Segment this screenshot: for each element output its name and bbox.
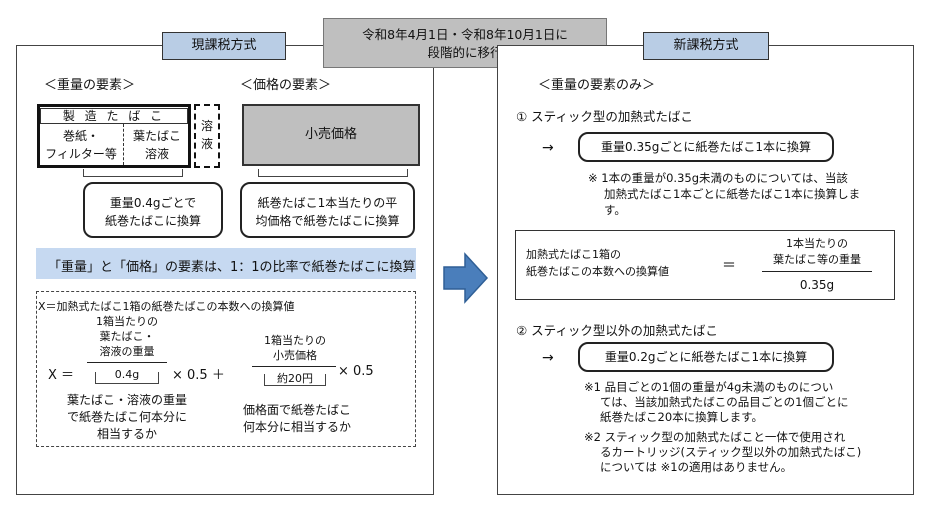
retail-price-numerator: 1箱当たりの小売価格	[264, 334, 326, 362]
liquid-label: 溶液	[200, 119, 213, 151]
price-conversion-note: 紙巻たばこ1本当たりの平均価格で紙巻たばこに換算	[240, 182, 415, 238]
non-stick-note-2: ※2 スティック型の加熱式たばこと一体で使用され るカートリッジ(スティック型以…	[584, 430, 862, 474]
liquid-box	[194, 104, 220, 168]
weight-conversion-note: 重量0.4gごとで紙巻たばこに換算	[83, 182, 223, 238]
new-tax-panel	[497, 45, 914, 495]
retail-price-denominator: 約20円	[277, 372, 313, 385]
stick-formula-box	[515, 230, 895, 300]
stick-formula-left: 加熱式たばこ1箱の紙巻たばこの本数への換算値	[526, 248, 669, 278]
weight-denominator-bracket	[95, 372, 159, 384]
arrow-right-icon	[443, 252, 489, 304]
current-tax-tab: 現課税方式	[162, 32, 286, 60]
stick-type-heading: ① スティック型の加熱式たばこ	[516, 109, 693, 124]
stick-fraction-line	[762, 271, 872, 272]
price-explanation: 価格面で紙巻たばこ何本分に相当するか	[242, 403, 351, 434]
price-denominator-bracket	[264, 374, 326, 386]
multiplier-1: × 0.5 ＋	[172, 368, 225, 383]
fraction-line-price	[252, 366, 336, 367]
new-tax-tab: 新課税方式	[643, 32, 769, 60]
price-element-heading: ＜価格の要素＞	[240, 78, 332, 93]
leaf-weight-numerator: 1箱当たりの葉たばこ・溶液の重量	[96, 315, 158, 358]
ratio-banner	[36, 248, 416, 279]
weight-element-heading: ＜重量の要素＞	[44, 78, 136, 93]
multiplier-2: × 0.5	[338, 364, 374, 379]
formula-title: X＝加熱式たばこ1箱の紙巻たばこの本数への換算値	[38, 300, 295, 313]
weight-bracket	[83, 169, 183, 177]
price-bracket	[258, 169, 408, 177]
stick-formula-numerator: 1本当たりの葉たばこ等の重量	[773, 237, 861, 266]
non-stick-note-1: ※1 品目ごとの1個の重量が4g未満のものについ ては、当該加熱式たばこの品目ご…	[584, 380, 849, 424]
formula-box	[36, 291, 416, 447]
cigar-divider	[123, 124, 124, 165]
fraction-line-weight	[87, 362, 167, 363]
stick-formula-equals: ＝	[722, 258, 736, 274]
leaf-weight-explanation: 葉たばこ・溶液の重量で紙巻たばこ何本分に相当するか	[66, 393, 187, 441]
ratio-banner-text: 「重量」と「価格」の要素は、1：1の比率で紙巻たばこに換算	[48, 260, 416, 275]
manufactured-tobacco-title: 製 造 た ば こ	[40, 108, 188, 124]
stick-note: ※ 1本の重量が0.35g未満のものについては、当該 加熱式たばこ1本ごとに紙巻…	[588, 171, 861, 217]
leaf-liquid-label: 葉たばこ溶液	[132, 129, 181, 161]
non-stick-conversion-box: 重量0.2gごとに紙巻たばこ1本に換算	[578, 342, 834, 372]
leaf-weight-denominator: 0.4g	[114, 368, 140, 381]
stick-conversion-box: 重量0.35gごとに紙巻たばこ1本に換算	[578, 132, 834, 162]
x-equals: X ＝	[48, 368, 75, 383]
paper-filter-label: 巻紙・フィルター等	[45, 129, 117, 161]
arrow-2: →	[542, 350, 554, 366]
non-stick-heading: ② スティック型以外の加熱式たばこ	[516, 323, 718, 338]
stick-formula-denominator: 0.35g	[799, 278, 835, 292]
transition-banner: 令和8年4月1日・令和8年10月1日に段階的に移行	[323, 18, 607, 68]
arrow-1: →	[542, 140, 554, 156]
retail-price-box: 小売価格	[242, 104, 420, 166]
weight-only-heading: ＜重量の要素のみ＞	[538, 78, 656, 93]
